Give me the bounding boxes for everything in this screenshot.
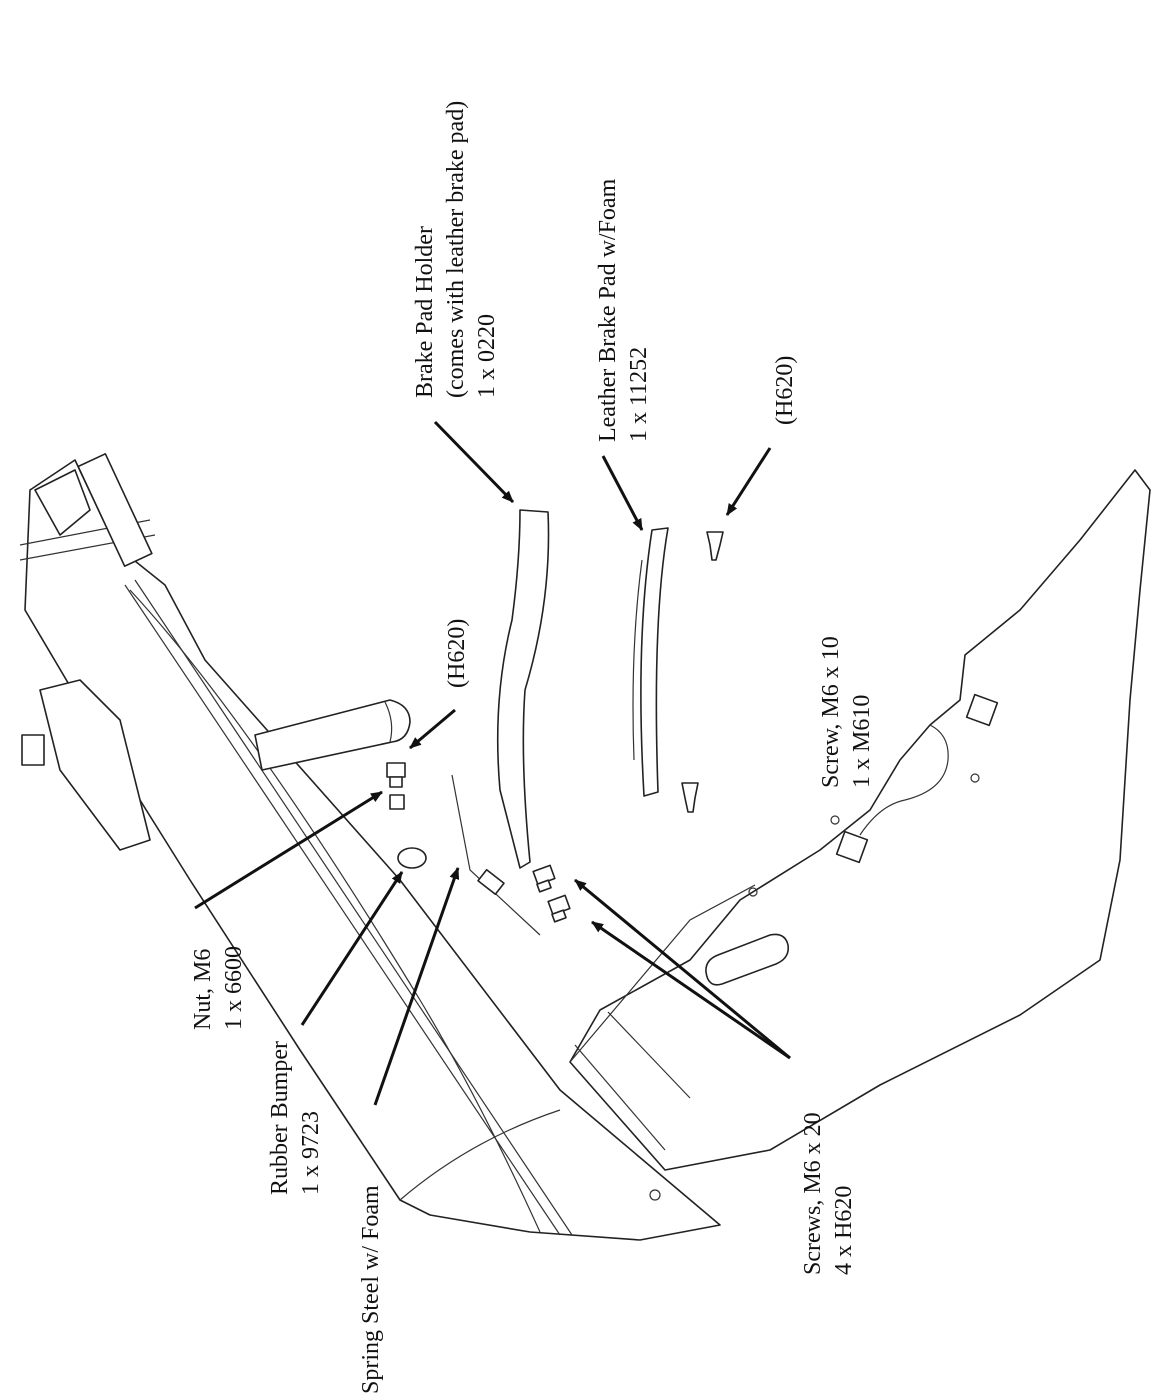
leather-brake-pad: [632, 527, 669, 797]
arrow-spring-steel: [373, 867, 460, 1106]
arrow-nut-m6: [194, 790, 383, 910]
label-h620-top-right: (H620): [772, 356, 798, 425]
arrow-h620-top-right: [725, 447, 772, 516]
screw-h620-left: [386, 762, 406, 788]
screw-h620-top-right: [706, 531, 724, 561]
label-brake-pad-holder: Brake Pad Holder (comes with leather bra…: [412, 95, 500, 398]
nut-m6: [389, 794, 405, 810]
arrow-screws-m6x20-a: [574, 878, 791, 1060]
arrow-h620-left: [409, 708, 456, 750]
arrow-brake-pad-holder: [433, 420, 515, 504]
spring-steel: [451, 774, 541, 936]
label-spring-steel: Spring Steel w/ Foam: [358, 1185, 384, 1394]
screws-m6x20: [532, 864, 571, 923]
label-screw-m6x10: Screw, M6 x 10 1 x M610: [818, 630, 875, 788]
arrow-rubber-bumper: [300, 871, 404, 1026]
label-rubber-bumper: Rubber Bumper 1 x 9723: [267, 1035, 324, 1195]
label-h620-left: (H620): [444, 619, 470, 688]
label-screws-m6x20: Screws, M6 x 20 4 x H620: [800, 1106, 857, 1275]
screw-m6x10: [681, 782, 699, 813]
left-frame-arm: [19, 453, 721, 1241]
brake-pad-holder: [496, 509, 550, 869]
arrow-leather-brake-pad: [601, 455, 644, 531]
label-leather-brake-pad: Leather Brake Pad w/Foam 1 x 11252: [595, 173, 652, 442]
label-nut-m6: Nut, M6 1 x 6600: [190, 943, 247, 1030]
arrow-screws-m6x20-b: [591, 920, 791, 1060]
